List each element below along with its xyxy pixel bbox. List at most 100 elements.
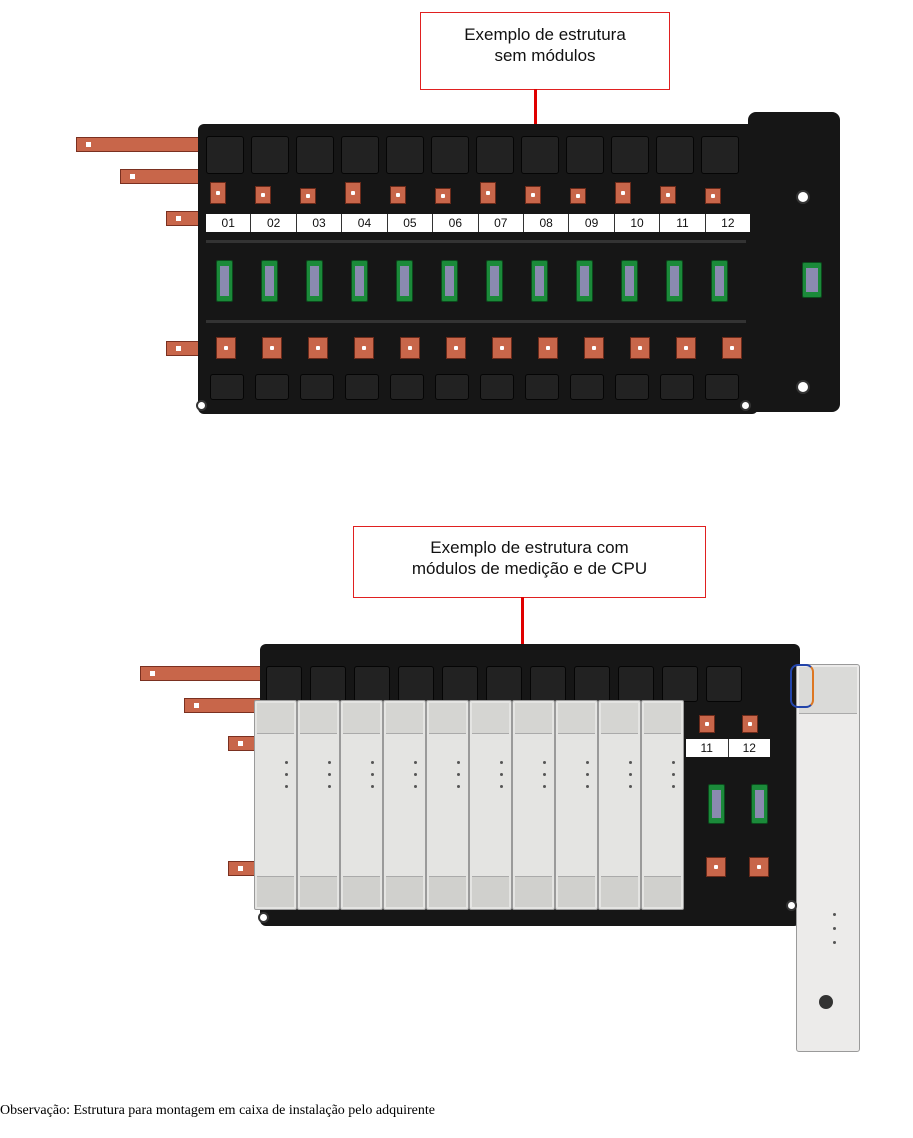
- terminal-row: [216, 260, 746, 302]
- module-indicator: [629, 785, 632, 788]
- clip: [345, 374, 379, 400]
- block: [656, 136, 694, 174]
- module-head: [300, 703, 337, 734]
- position-label: 12: [742, 741, 756, 755]
- block: [706, 666, 742, 702]
- callout-without-modules-line1: Exemplo de estrutura: [464, 25, 626, 44]
- module-head: [515, 703, 552, 734]
- module-head: [257, 703, 294, 734]
- measurement-terminal: [708, 784, 725, 824]
- connector: [435, 188, 451, 204]
- mounting-hole: [258, 912, 269, 923]
- block: [442, 666, 478, 702]
- connector: [216, 337, 236, 359]
- connector: [354, 337, 374, 359]
- position-label-strip: 01 02 03 04 05 06 07 08 09 10 11 12: [206, 214, 750, 232]
- position-label: 09: [569, 214, 615, 232]
- block: [296, 136, 334, 174]
- measurement-terminal: [666, 260, 683, 302]
- connector: [570, 188, 586, 204]
- position-label: 08: [524, 214, 570, 232]
- position-label: 07: [479, 214, 524, 232]
- block: [611, 136, 649, 174]
- rail: [206, 320, 746, 323]
- leader-line-bottom: [521, 597, 524, 645]
- block: [486, 666, 522, 702]
- measurement-terminal: [441, 260, 458, 302]
- module-foot: [257, 876, 294, 907]
- lower-connector-row: [216, 337, 746, 359]
- position-label: 11: [686, 739, 729, 757]
- measurement-module: [469, 700, 512, 910]
- clip: [660, 374, 694, 400]
- leader-line-top: [534, 89, 537, 129]
- clip: [480, 374, 514, 400]
- block: [398, 666, 434, 702]
- clip: [435, 374, 469, 400]
- module-indicator: [500, 773, 503, 776]
- measurement-module: [297, 700, 340, 910]
- module-indicator: [629, 761, 632, 764]
- connector: [705, 188, 721, 204]
- module-indicator: [586, 761, 589, 764]
- connector: [446, 337, 466, 359]
- module-indicator: [457, 761, 460, 764]
- callout-without-modules: Exemplo de estrutura sem módulos: [420, 12, 670, 90]
- module-indicator: [629, 773, 632, 776]
- module-foot: [644, 876, 681, 907]
- block: [354, 666, 390, 702]
- position-label: 05: [388, 214, 434, 232]
- callout-with-modules-line1: Exemplo de estrutura com: [430, 538, 629, 557]
- module-head: [558, 703, 595, 734]
- connector: [722, 337, 742, 359]
- measurement-terminal: [486, 260, 503, 302]
- block: [341, 136, 379, 174]
- led-indicator: [833, 913, 836, 916]
- mounting-hole: [740, 400, 751, 411]
- measurement-module: [512, 700, 555, 910]
- mounting-hole: [796, 380, 810, 394]
- measurement-module: [254, 700, 297, 910]
- connector: [308, 337, 328, 359]
- busbar-1: [140, 666, 266, 681]
- module-foot: [601, 876, 638, 907]
- block: [251, 136, 289, 174]
- module-indicator: [414, 785, 417, 788]
- block: [266, 666, 302, 702]
- module-indicator: [500, 785, 503, 788]
- position-label-strip: 11 12: [686, 739, 770, 757]
- module-indicator: [672, 785, 675, 788]
- module-indicator: [586, 773, 589, 776]
- busbar-4: [166, 341, 206, 356]
- connector: [255, 186, 271, 204]
- connector: [400, 337, 420, 359]
- connector: [676, 337, 696, 359]
- connector: [345, 182, 361, 204]
- measurement-terminal: [576, 260, 593, 302]
- module-indicator: [457, 773, 460, 776]
- position-label: 03: [297, 214, 343, 232]
- module-indicator: [371, 773, 374, 776]
- connector: [538, 337, 558, 359]
- module-indicator: [414, 773, 417, 776]
- block: [662, 666, 698, 702]
- measurement-module: [641, 700, 684, 910]
- measurement-terminal: [261, 260, 278, 302]
- block: [521, 136, 559, 174]
- measurement-terminal: [531, 260, 548, 302]
- clip: [255, 374, 289, 400]
- module-indicator: [672, 761, 675, 764]
- block: [574, 666, 610, 702]
- module-indicator: [285, 761, 288, 764]
- connector: [630, 337, 650, 359]
- cpu-button: [819, 995, 833, 1009]
- connector: [706, 857, 726, 877]
- module-indicator: [672, 773, 675, 776]
- cpu-module: [796, 664, 860, 1052]
- mounting-hole: [786, 900, 797, 911]
- module-indicator: [457, 785, 460, 788]
- module-head: [386, 703, 423, 734]
- callout-with-modules: Exemplo de estrutura com módulos de medi…: [353, 526, 706, 598]
- module-head: [343, 703, 380, 734]
- measurement-module: [555, 700, 598, 910]
